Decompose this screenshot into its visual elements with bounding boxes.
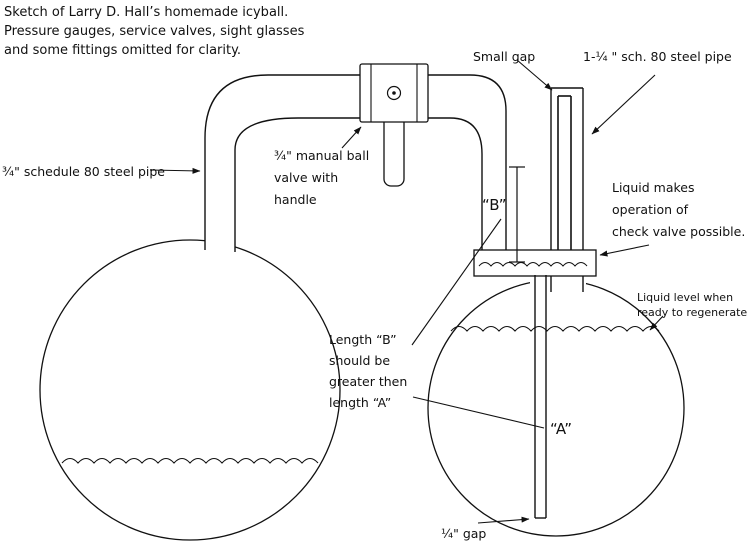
title-note: Sketch of Larry D. Hall’s homemade icyba… [4,5,305,58]
label-small-gap: Small gap [473,49,536,64]
arrow-ball-valve [341,126,362,149]
label-pipe-1-14: 1-¼ " sch. 80 steel pipe [583,49,732,64]
left-tank-sphere [39,239,341,541]
inner-tube [557,95,572,256]
pipe-34 [204,74,507,252]
liquid-line-left [61,457,319,464]
label-length-note: Length “B” should be greater then length… [329,332,408,410]
annotation-arrows [149,59,664,524]
dim-label-a: “A” [550,420,573,438]
leader-line-a [412,396,545,429]
pipe-entry-mask-left [205,236,235,250]
arrow-liquid-level [649,315,664,331]
label-quarter-gap: ¼" gap [441,526,487,541]
arrow-small-gap [516,59,553,91]
arrow-quarter-gap [477,516,530,524]
liquid-line-coupling [478,262,588,267]
arrow-pipe-1-14 [591,74,656,135]
pipe-entry-mask-right [530,275,586,288]
ball-valve [359,63,429,187]
label-pipe-34: ¾" schedule 80 steel pipe [2,164,165,179]
dimension-line-b [509,166,525,263]
dip-tube [534,275,547,519]
arrow-check-valve-liquid [599,244,650,257]
label-ball-valve: ¾" manual ball valve with handle [274,148,370,207]
leader-line-b [411,218,502,346]
dim-label-b: “B” [482,196,507,214]
label-liquid-check-valve: Liquid makes operation of check valve po… [612,180,746,239]
liquid-line-right [450,325,660,332]
label-liquid-level: Liquid level when ready to regenerate [637,291,748,319]
arrow-pipe-34 [149,167,201,174]
